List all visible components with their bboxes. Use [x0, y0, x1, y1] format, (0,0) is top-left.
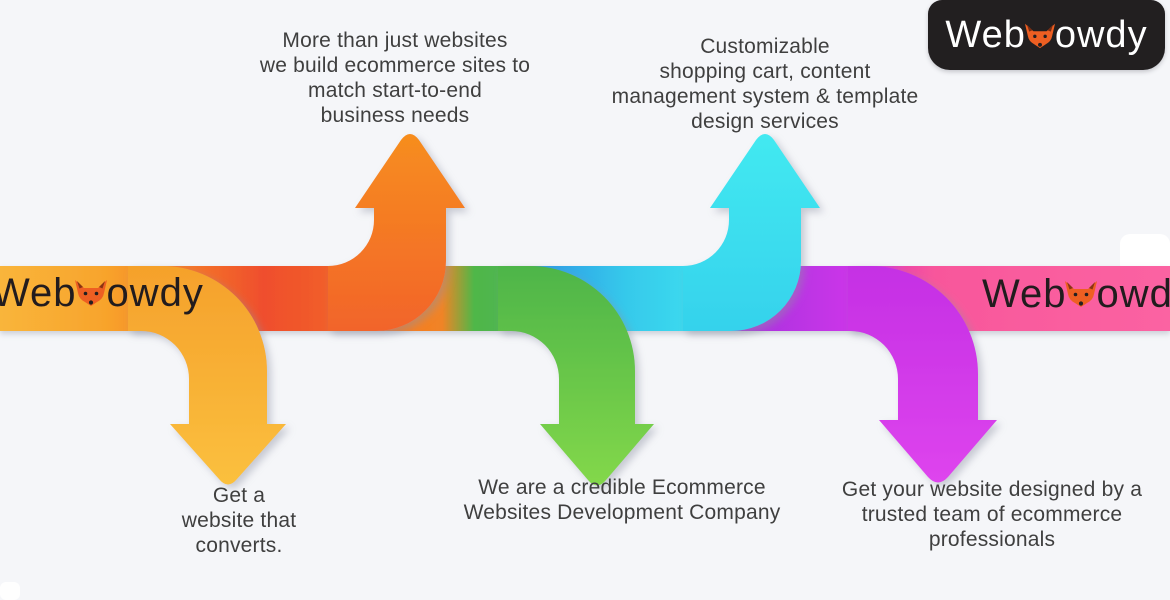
ribbon-end-tab [1120, 234, 1170, 274]
brand-prefix: Web [0, 271, 77, 315]
arrow-up-cyan [683, 134, 820, 331]
ribbon-watermark-right: Web owdy [982, 274, 1170, 314]
caption-cyan-arrow: Customizable shopping cart, content mana… [585, 34, 945, 134]
caption-line: Websites Development Company [463, 501, 781, 524]
caption-line: professionals [928, 528, 1056, 551]
caption-line: management system & template [611, 85, 919, 108]
logo-badge: Web owdy [928, 0, 1165, 70]
brand-suffix: owdy [1096, 272, 1170, 316]
caption-line: match start-to-end [308, 79, 482, 102]
caption-line: design services [691, 110, 839, 133]
caption-line: Get your website designed by a [841, 478, 1143, 501]
ribbon-watermark-left: Web owdy [0, 273, 204, 313]
arrow-up-orange [328, 134, 465, 331]
logo-wordmark: Web owdy [945, 16, 1147, 54]
arrow-down-yellow [128, 266, 286, 485]
caption-line: shopping cart, content [659, 60, 871, 83]
caption-orange-arrow: More than just websites we build ecommer… [215, 28, 575, 128]
caption-line: converts. [195, 534, 283, 557]
caption-line: website that [181, 509, 297, 532]
fox-icon [74, 280, 107, 306]
fox-icon [1024, 23, 1055, 49]
caption-line: business needs [320, 104, 470, 127]
brand-prefix: Web [945, 14, 1026, 56]
caption-green-arrow: We are a credible Ecommerce Websites Dev… [442, 475, 802, 525]
fox-icon [1064, 281, 1097, 307]
caption-line: we build ecommerce sites to [259, 54, 531, 77]
caption-line: We are a credible Ecommerce [478, 476, 766, 499]
caption-line: trusted team of ecommerce [861, 503, 1123, 526]
arrow-down-green [498, 266, 654, 486]
caption-magenta-arrow: Get your website designed by a trusted t… [812, 477, 1170, 552]
caption-line: Customizable [700, 35, 830, 58]
arrow-down-magenta [848, 266, 997, 483]
corner-watermark [0, 582, 20, 600]
caption-yellow-arrow: Get a website that converts. [139, 483, 339, 558]
brand-suffix: owdy [106, 271, 204, 315]
caption-line: More than just websites [282, 29, 508, 52]
caption-line: Get a [212, 484, 266, 507]
brand-suffix: owdy [1054, 14, 1148, 56]
brand-prefix: Web [982, 272, 1067, 316]
